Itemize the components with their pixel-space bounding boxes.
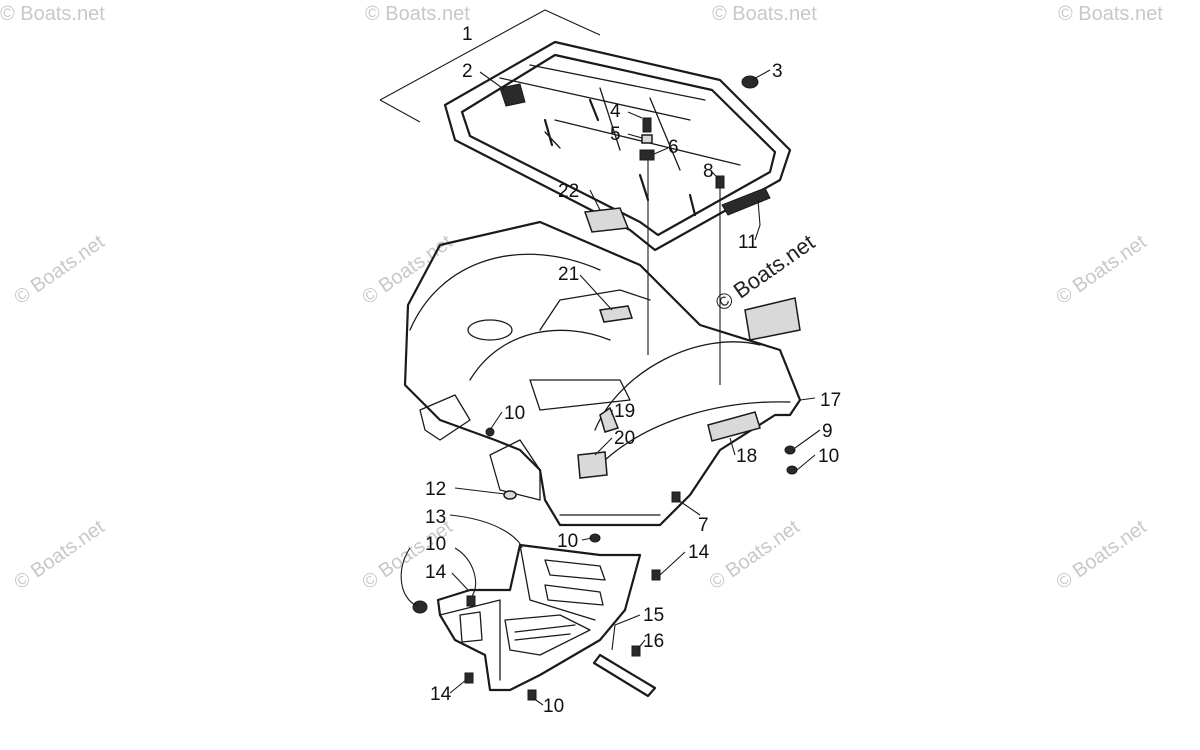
callout-10-c[interactable]: 10: [557, 531, 578, 552]
callout-1[interactable]: 1: [462, 24, 473, 45]
leader-lines: [400, 69, 821, 706]
callout-12[interactable]: 12: [425, 479, 446, 500]
assembly-bracket: [379, 9, 601, 123]
watermark: © Boats.net: [705, 516, 804, 594]
callout-14-b[interactable]: 14: [688, 542, 710, 563]
part-4-bolt: [642, 117, 652, 133]
hardware: [639, 75, 759, 385]
callout-8[interactable]: 8: [703, 161, 714, 182]
callout-14-a[interactable]: 14: [425, 562, 447, 583]
footwell-guard: [436, 543, 642, 692]
callout-15[interactable]: 15: [643, 605, 664, 626]
callout-11[interactable]: 11: [738, 232, 758, 253]
watermark: © Boats.net: [1058, 3, 1163, 25]
trim-bar: [592, 645, 657, 698]
watermark: © Boats.net: [10, 231, 109, 309]
callout-9[interactable]: 9: [822, 421, 833, 442]
callout-16[interactable]: 16: [643, 631, 664, 652]
callout-22[interactable]: 22: [558, 181, 579, 202]
watermark: © Boats.net: [712, 3, 817, 25]
callout-21[interactable]: 21: [558, 264, 579, 285]
watermark: © Boats.net: [358, 231, 457, 309]
callout-10-b[interactable]: 10: [504, 403, 525, 424]
rear-rack: [443, 40, 792, 252]
callout-17[interactable]: 17: [820, 390, 841, 411]
watermark: © Boats.net: [1052, 516, 1151, 594]
decal-22: [583, 207, 630, 233]
callout-7[interactable]: 7: [698, 515, 709, 536]
callout-20[interactable]: 20: [614, 428, 635, 449]
footwell-fasteners: [412, 569, 661, 701]
part-5-spacer: [641, 134, 653, 144]
callout-6[interactable]: 6: [668, 137, 679, 158]
callout-10-a[interactable]: 10: [818, 446, 839, 467]
callout-19[interactable]: 19: [614, 401, 635, 422]
callout-5[interactable]: 5: [610, 124, 621, 145]
rear-fender: [403, 220, 802, 527]
callout-10-e[interactable]: 10: [543, 696, 564, 717]
callout-2[interactable]: 2: [462, 61, 473, 82]
decal-right: [744, 297, 801, 341]
callout-labels: 1 2 3 4 5 6 8 11 22 21 17 9 10 18 10 19 …: [425, 24, 841, 717]
watermark: © Boats.net: [1052, 231, 1151, 309]
watermark: © Boats.net: [365, 3, 470, 25]
watermark: © Boats.net: [711, 229, 820, 316]
callout-4[interactable]: 4: [610, 101, 621, 122]
part-6-bushing: [639, 149, 655, 161]
callout-18[interactable]: 18: [736, 446, 757, 467]
watermark-layer: © Boats.net © Boats.net © Boats.net © Bo…: [0, 3, 1163, 594]
callout-10-d[interactable]: 10: [425, 534, 446, 555]
callout-14-c[interactable]: 14: [430, 684, 452, 705]
callout-3[interactable]: 3: [772, 61, 783, 82]
watermark: © Boats.net: [0, 3, 105, 25]
watermark: © Boats.net: [10, 516, 109, 594]
callout-13[interactable]: 13: [425, 507, 446, 528]
